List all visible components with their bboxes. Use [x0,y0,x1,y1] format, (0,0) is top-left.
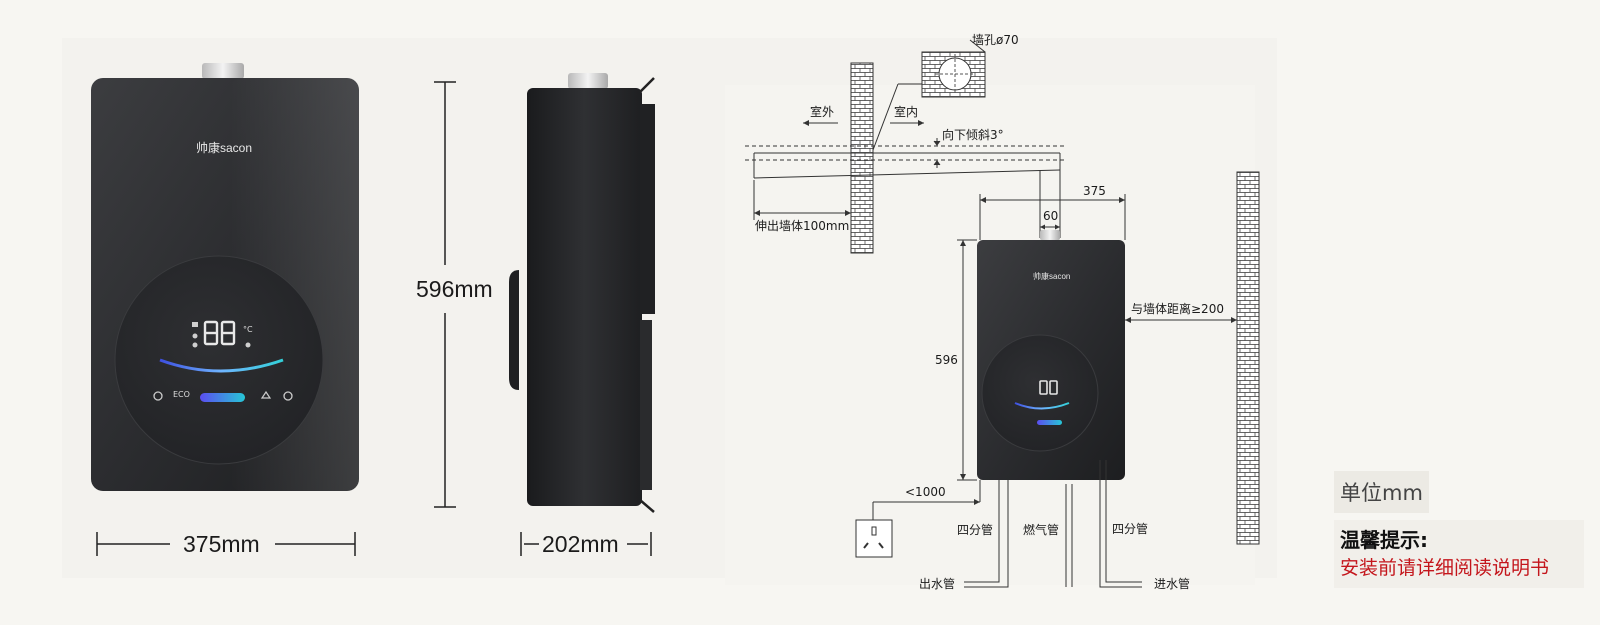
width-total-label: 375 [1083,184,1106,198]
temp-unit: °C [243,325,253,334]
pipe-offset-label: 60 [1043,209,1059,223]
blue-arc [159,358,284,373]
depth-dimension [520,532,652,556]
outlet-pipe-label: 出水管 [919,577,956,591]
outdoor-label: 室外 [810,105,835,119]
wall-left [850,62,874,254]
tip-title: 温馨提示: [1340,528,1428,552]
socket-distance-label: <1000 [905,485,946,499]
panel-buttons [153,390,293,402]
protrude-label: 伸出墙体100mm [755,219,850,233]
top-cap-mini [1040,230,1060,240]
bath-icon [260,390,272,399]
power-socket [855,519,893,558]
unit-note: 单位mm [1334,471,1429,513]
wall-hole-label: 墙孔ø70 [972,33,1019,47]
height-label: 596mm [416,276,493,302]
inlet-pipe-label: 进水管 [1154,577,1191,591]
width-label: 375mm [183,531,260,557]
flue-pipe [745,145,1065,238]
minus-plus-slider [200,393,245,402]
left-quarter-pipe-label: 四分管 [957,523,994,537]
installation-diagram [745,39,1260,588]
slope-label: 向下倾斜3° [942,128,1004,142]
width-dimension [96,532,356,556]
top-cap [202,63,244,79]
height-mini-label: 596 [935,353,958,367]
side-view [509,73,655,513]
tip-box: 温馨提示: 安装前请详细阅读说明书 [1334,520,1584,588]
right-quarter-pipe-label: 四分管 [1112,522,1149,536]
eco-button: ECO [173,390,190,399]
gas-pipe-label: 燃气管 [1023,523,1060,537]
depth-label: 202mm [542,531,619,557]
pipes [964,460,1142,588]
tip-body: 安装前请详细阅读说明书 [1340,557,1550,579]
status-icons [192,322,251,348]
front-view [91,63,359,491]
height-dimension [434,81,456,508]
heater-body-side [527,88,642,506]
mini-logo: 帅康sacon [1033,272,1071,281]
wall-distance-label: 与墙体距离≥200 [1131,302,1224,316]
wall-right [1236,171,1260,545]
temperature-display [203,320,236,346]
indoor-label: 室内 [894,105,919,119]
power-icon [283,391,293,401]
control-dial [114,255,324,465]
fan-icon [153,391,163,401]
brand-logo: 帅康sacon [196,141,253,155]
